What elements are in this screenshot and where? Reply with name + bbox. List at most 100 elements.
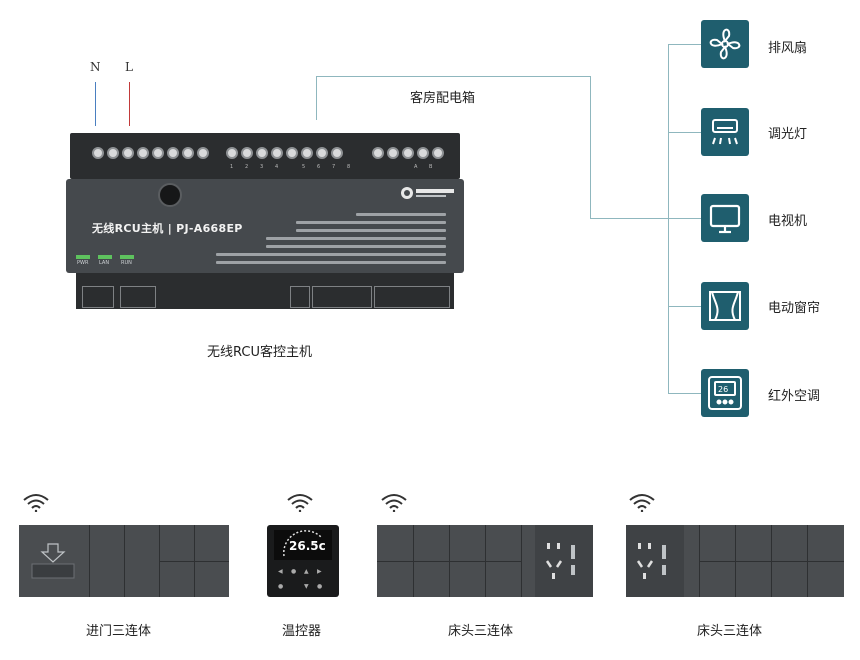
rcu-terminal-strip: 1 2 3 4 5 6 7 8 A B — [70, 133, 460, 179]
terminal-group-bus — [372, 147, 444, 163]
terminal-number: 3 — [260, 164, 264, 170]
connector-line — [668, 306, 701, 307]
connector-line — [668, 44, 701, 45]
thermostat-arc-icon — [283, 530, 323, 557]
spec-line — [296, 221, 446, 224]
panel-divider — [377, 561, 521, 562]
svg-text:26: 26 — [718, 385, 728, 394]
terminal-number: 8 — [347, 164, 351, 170]
terminal-screw — [152, 147, 164, 159]
terminal-number: 7 — [332, 164, 336, 170]
thermostat-key-icon[interactable]: ▼ — [304, 583, 309, 590]
connector-line — [668, 218, 701, 219]
terminal-number: 6 — [317, 164, 321, 170]
device-label-curtain: 电动窗帘 — [768, 301, 821, 316]
terminal-number: A — [414, 164, 418, 170]
panel-divider — [521, 525, 522, 597]
terminal-screw — [387, 147, 399, 159]
rcu-model-title: 无线RCU主机 | PJ-A668EP — [92, 222, 243, 235]
thermostat-key-icon[interactable]: ● — [317, 583, 323, 590]
terminal-screw — [286, 147, 298, 159]
rcu-knob — [158, 183, 182, 207]
terminal-screw — [402, 147, 414, 159]
panel-caption-bedside-left: 床头三连体 — [448, 624, 514, 639]
rcu-caption: 无线RCU客控主机 — [207, 345, 312, 360]
spec-line — [266, 245, 446, 248]
spec-line — [266, 237, 446, 240]
terminal-screw — [167, 147, 179, 159]
terminal-screw — [92, 147, 104, 159]
led-pwr — [76, 255, 90, 259]
led-lan — [98, 255, 112, 259]
terminal-screw — [197, 147, 209, 159]
spec-line — [296, 229, 446, 232]
connector-line — [316, 76, 590, 77]
connector-line — [590, 218, 668, 219]
terminal-screw — [432, 147, 444, 159]
port-block — [374, 286, 450, 308]
terminal-screw — [316, 147, 328, 159]
wire-l-label: L — [125, 60, 133, 74]
panel-divider — [89, 525, 90, 597]
distribution-box-label: 客房配电箱 — [410, 91, 476, 106]
rcu-host-device: 1 2 3 4 5 6 7 8 A B 无线RCU主机 | PJ-A668EP … — [66, 133, 464, 309]
port-block — [82, 286, 114, 308]
terminal-screw — [241, 147, 253, 159]
terminal-screw — [301, 147, 313, 159]
thermostat-key-icon[interactable]: ▲ — [304, 568, 309, 575]
led-label: LAN — [99, 260, 110, 266]
wifi-icon — [287, 494, 313, 512]
card-slot-icon — [31, 543, 75, 579]
terminal-group-power — [92, 147, 149, 163]
thermostat-key-icon[interactable]: ▶ — [317, 568, 322, 575]
thermostat-key-icon[interactable]: ◀ — [278, 568, 283, 575]
rcu-bottom-ports — [76, 273, 454, 309]
panel-caption-bedside-right: 床头三连体 — [697, 624, 763, 639]
device-label-ac: 红外空调 — [768, 389, 821, 404]
wifi-icon — [381, 494, 407, 512]
terminal-screw — [417, 147, 429, 159]
socket-icon — [545, 543, 575, 579]
terminal-screw — [122, 147, 134, 159]
terminal-number: B — [429, 164, 433, 170]
port-block — [290, 286, 310, 308]
thermostat-screen: 26.5c — [274, 530, 332, 560]
wifi-icon — [629, 494, 655, 512]
terminal-number: 4 — [275, 164, 279, 170]
live-wire — [129, 82, 130, 126]
connector-line — [668, 393, 701, 394]
panel-divider — [159, 561, 229, 562]
spec-line — [216, 253, 446, 256]
panel-divider — [699, 561, 844, 562]
panel-caption-thermostat: 温控器 — [282, 624, 322, 639]
terminal-group-aux — [152, 147, 209, 163]
device-label-fan: 排风扇 — [768, 41, 808, 56]
terminal-screw — [271, 147, 283, 159]
terminal-screw — [226, 147, 238, 159]
terminal-screw — [372, 147, 384, 159]
panel-caption-entry: 进门三连体 — [86, 624, 152, 639]
power-socket — [626, 525, 684, 597]
connector-line — [590, 76, 591, 218]
light-icon — [701, 108, 749, 156]
device-bus-line — [668, 44, 669, 394]
port-block — [120, 286, 156, 308]
terminal-screw — [182, 147, 194, 159]
device-label-tv: 电视机 — [768, 214, 808, 229]
spec-line — [356, 213, 446, 216]
wifi-icon — [23, 494, 49, 512]
terminal-number: 1 — [230, 164, 234, 170]
device-label-light: 调光灯 — [768, 127, 808, 142]
led-label: RUN — [121, 260, 132, 266]
thermostat-key-icon[interactable]: ● — [291, 568, 297, 575]
terminal-screw — [107, 147, 119, 159]
connector-line — [668, 132, 701, 133]
thermostat-key-icon[interactable]: ● — [278, 583, 284, 590]
terminal-number: 5 — [302, 164, 306, 170]
spec-line — [216, 261, 446, 264]
fan-icon — [701, 20, 749, 68]
neutral-wire — [95, 82, 96, 126]
wire-n-label: N — [90, 60, 101, 74]
curtain-icon — [701, 282, 749, 330]
connector-line — [316, 76, 317, 120]
